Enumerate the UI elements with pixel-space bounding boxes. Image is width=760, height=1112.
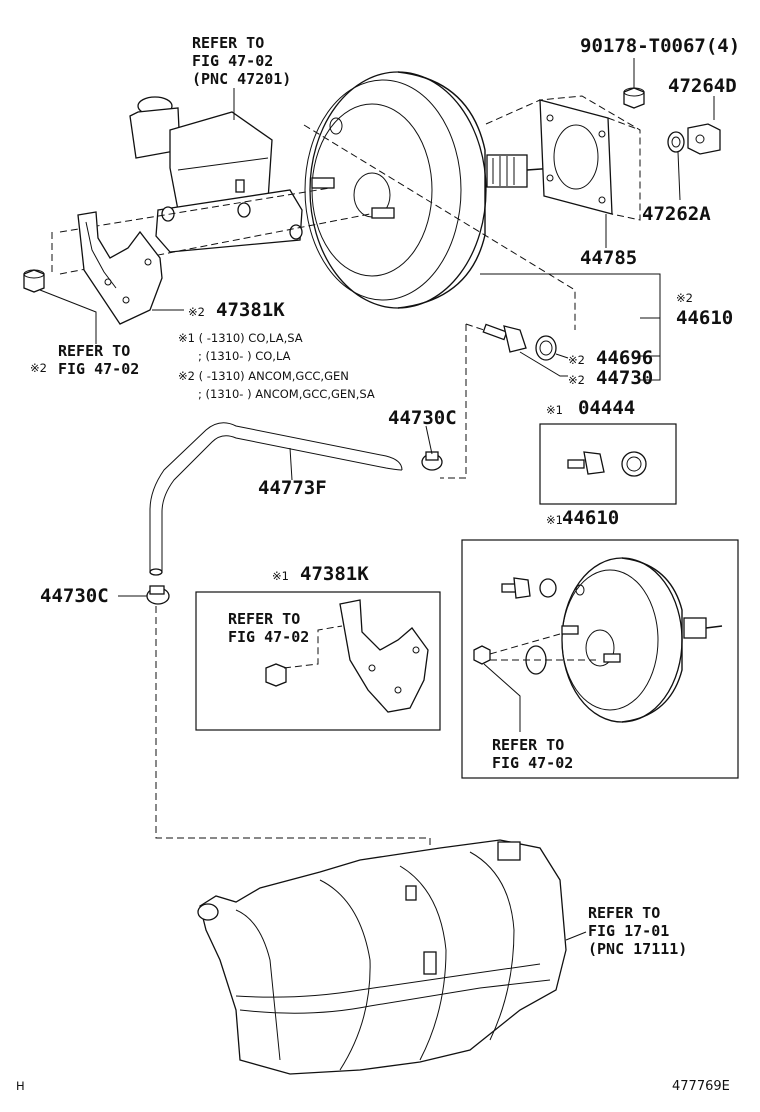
box-44610 — [461, 539, 739, 779]
svg-text:※1 ( -1310) CO,LA,SA: ※1 ( -1310) CO,LA,SA — [178, 331, 303, 345]
valve-04444 — [567, 451, 647, 477]
label-44696: 44696 — [596, 347, 653, 369]
label-90178: 90178-T0067(4) — [580, 35, 740, 57]
label-47381k: 47381K — [216, 299, 285, 321]
ref-manifold: REFER TO FIG 17-01 (PNC 17111) — [588, 904, 687, 958]
ref-booster-box: REFER TO FIG 47-02 — [492, 736, 573, 772]
label-44785: 44785 — [580, 247, 637, 269]
bracket-box — [339, 599, 429, 713]
hose-clamp-left — [146, 585, 170, 605]
master-cylinder — [129, 96, 303, 253]
svg-text:FIG 47-02: FIG 47-02 — [492, 754, 573, 772]
svg-text:FIG 17-01: FIG 17-01 — [588, 922, 669, 940]
clevis-47264d — [687, 123, 721, 155]
box-47381k — [195, 591, 441, 731]
nut-box — [265, 663, 287, 687]
svg-text:FIG 47-02: FIG 47-02 — [192, 52, 273, 70]
ref-bracket-box: REFER TO FIG 47-02 — [228, 610, 309, 646]
label-44773f: 44773F — [258, 477, 327, 499]
mark-47381k: ※2 — [188, 305, 205, 319]
svg-text:REFER TO: REFER TO — [228, 610, 300, 628]
nut-left — [23, 269, 45, 293]
label-47381k-box: 47381K — [300, 563, 369, 585]
mark-44730: ※2 — [568, 373, 585, 387]
mark-44610-box: ※1 — [546, 513, 563, 527]
label-44610-box: 44610 — [562, 507, 619, 529]
label-04444: 04444 — [578, 397, 635, 419]
svg-text:REFER TO: REFER TO — [492, 736, 564, 754]
label-44730c-left: 44730C — [40, 585, 109, 607]
mark-47381k-box: ※1 — [272, 569, 289, 583]
label-47264d: 47264D — [668, 75, 737, 97]
label-44610: 44610 — [676, 307, 733, 329]
svg-text:FIG 47-02: FIG 47-02 — [58, 360, 139, 378]
hose-clamp-top — [421, 451, 443, 471]
svg-text:REFER TO: REFER TO — [192, 34, 264, 52]
label-44730c-top: 44730C — [388, 407, 457, 429]
ref-master-cylinder: REFER TO FIG 47-02 (PNC 47201) — [192, 34, 291, 88]
brake-booster — [304, 71, 556, 309]
vacuum-hose — [149, 422, 403, 576]
gasket-plate — [539, 99, 613, 215]
svg-text:REFER TO: REFER TO — [588, 904, 660, 922]
footer-right: 477769E — [672, 1079, 730, 1094]
applicability-notes: ※1 ( -1310) CO,LA,SA ; (1310- ) CO,LA ※2… — [178, 331, 375, 401]
svg-text:(PNC 17111): (PNC 17111) — [588, 940, 687, 958]
svg-text:FIG 47-02: FIG 47-02 — [228, 628, 309, 646]
nut-90178 — [623, 87, 645, 109]
bracket-top — [77, 211, 163, 325]
svg-text:; (1310- ) ANCOM,GCC,GEN,: ; (1310- ) ANCOM,GCC,GEN,SA — [198, 387, 375, 401]
check-valve — [482, 323, 557, 361]
label-44730: 44730 — [596, 367, 653, 389]
svg-text:; (1310- ) CO,LA: ; (1310- ) CO,LA — [198, 349, 291, 363]
mark-44696: ※2 — [568, 353, 585, 367]
booster-box — [473, 557, 723, 723]
svg-text:REFER TO: REFER TO — [58, 342, 130, 360]
nut-47262a — [667, 131, 685, 153]
box-04444 — [539, 423, 677, 505]
svg-text:(PNC 47201): (PNC 47201) — [192, 70, 291, 88]
svg-text:※2 ( -1310) ANCOM,GCC,GEN: ※2 ( -1310) ANCOM,GCC,GEN — [178, 369, 349, 383]
mark-44610: ※2 — [676, 291, 693, 305]
mark-04444: ※1 — [546, 403, 563, 417]
label-47262a: 47262A — [642, 203, 711, 225]
ref-bracket-top: ※2 REFER TO FIG 47-02 — [30, 342, 139, 378]
intake-manifold — [197, 839, 567, 1075]
svg-text:※2: ※2 — [30, 361, 47, 375]
footer-left: H — [16, 1079, 25, 1093]
